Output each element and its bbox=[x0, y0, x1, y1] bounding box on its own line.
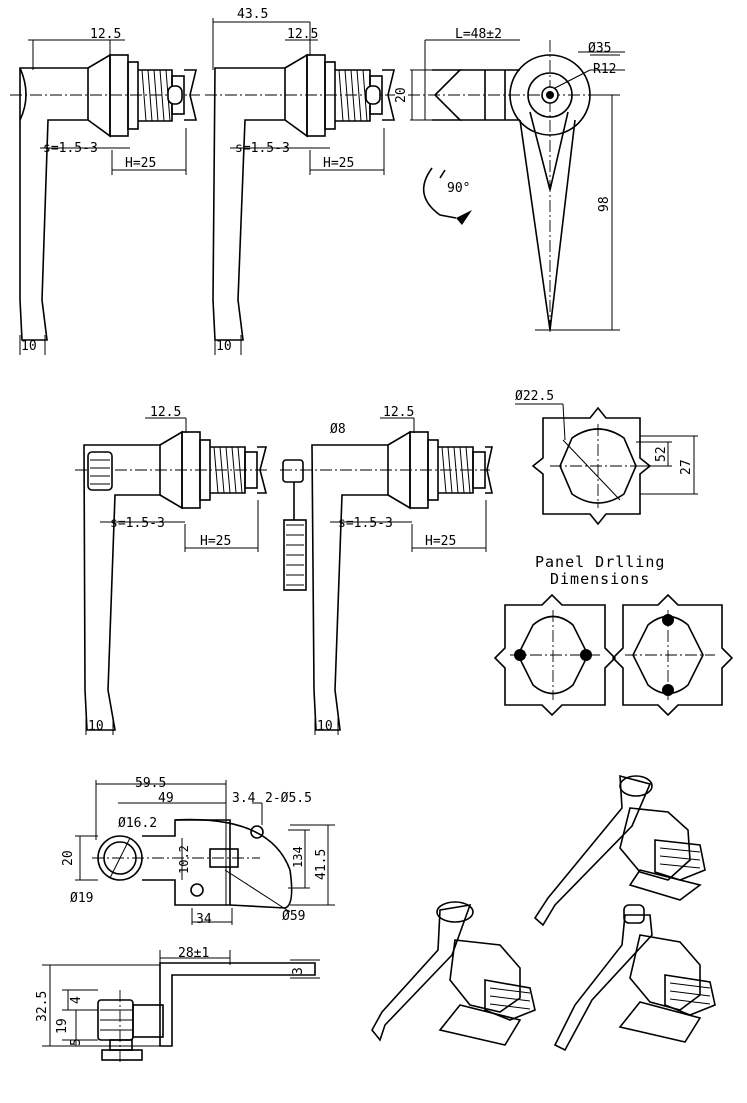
view1-dim-handle: 10 bbox=[21, 339, 37, 354]
cam-dim-162: Ø16.2 bbox=[118, 816, 157, 831]
view4-dim-top: 12.5 bbox=[150, 405, 181, 420]
view5-dim-handle: 10 bbox=[317, 719, 333, 734]
cam-dim-49: 49 bbox=[158, 791, 174, 806]
cam-dim-415: 41.5 bbox=[314, 849, 329, 880]
view3-front-drawing bbox=[408, 39, 625, 335]
view2-side-drawing bbox=[205, 18, 396, 355]
view5-dim-s: s=1.5-3 bbox=[338, 516, 393, 531]
side-dim-19: 19 bbox=[55, 1018, 70, 1034]
cam-dim-102: 10.2 bbox=[177, 845, 191, 874]
view4-dim-s: s=1.5-3 bbox=[110, 516, 165, 531]
cutout-dim-52: 52 bbox=[654, 446, 669, 462]
view2-dim-top: 12.5 bbox=[287, 27, 318, 42]
view3-dim-98: 98 bbox=[597, 196, 612, 212]
panel-drilling-variant-2 bbox=[611, 593, 734, 717]
view5-dim-h: H=25 bbox=[425, 534, 456, 549]
view2-dim-h: H=25 bbox=[323, 156, 354, 171]
cam-dim-34a: 3.4 bbox=[232, 791, 256, 806]
cam-dim-134: 134 bbox=[291, 846, 305, 868]
cam-dim-595: 59.5 bbox=[135, 776, 166, 791]
view1-dim-s: s=1.5-3 bbox=[43, 141, 98, 156]
view5-dim-top: 12.5 bbox=[383, 405, 414, 420]
cam-dim-20: 20 bbox=[61, 850, 76, 866]
cam-bracket-side-drawing bbox=[42, 950, 320, 1065]
view5-dim-dia: Ø8 bbox=[330, 422, 346, 437]
isometric-lock-2 bbox=[371, 901, 536, 1046]
view4-side-drawing bbox=[75, 417, 270, 735]
panel-drilling-title: Panel Drlling bbox=[535, 553, 665, 571]
side-dim-3: 3 bbox=[291, 967, 306, 975]
panel-cutout-drawing bbox=[515, 403, 698, 526]
view3-rotation: 90° bbox=[447, 181, 470, 196]
cutout-dim-27: 27 bbox=[679, 459, 694, 475]
isometric-lock-1 bbox=[533, 774, 706, 927]
view2-dim-width: 43.5 bbox=[237, 7, 268, 22]
cam-dim-holes: 2-Ø5.5 bbox=[265, 791, 312, 806]
cam-dim-34b: 34 bbox=[196, 912, 212, 927]
view3-dim-20: 20 bbox=[394, 87, 409, 103]
view5-side-drawing bbox=[280, 417, 493, 735]
side-dim-28: 28±1 bbox=[178, 946, 209, 961]
view4-dim-handle: 10 bbox=[88, 719, 104, 734]
view1-dim-h: H=25 bbox=[125, 156, 156, 171]
panel-drilling-variant-1 bbox=[493, 593, 617, 717]
view1-dim-top: 12.5 bbox=[90, 27, 121, 42]
view2-dim-handle: 10 bbox=[216, 339, 232, 354]
cutout-dim-dia: Ø22.5 bbox=[515, 389, 554, 404]
side-dim-5: 5 bbox=[69, 1038, 84, 1046]
isometric-lock-3 bbox=[553, 904, 716, 1052]
panel-drilling-subtitle: Dimensions bbox=[550, 570, 650, 588]
cam-dim-59: Ø59 bbox=[282, 909, 305, 924]
view3-dim-dia: Ø35 bbox=[588, 41, 611, 56]
view4-dim-h: H=25 bbox=[200, 534, 231, 549]
view1-side-drawing bbox=[10, 39, 200, 355]
cam-dim-19: Ø19 bbox=[70, 891, 93, 906]
view3-dim-l: L=48±2 bbox=[455, 27, 502, 42]
side-dim-325: 32.5 bbox=[35, 991, 50, 1022]
view2-dim-s: s=1.5-3 bbox=[235, 141, 290, 156]
view3-dim-r: R12 bbox=[593, 62, 616, 77]
side-dim-4: 4 bbox=[69, 996, 84, 1004]
cam-plate-drawing bbox=[75, 780, 335, 925]
